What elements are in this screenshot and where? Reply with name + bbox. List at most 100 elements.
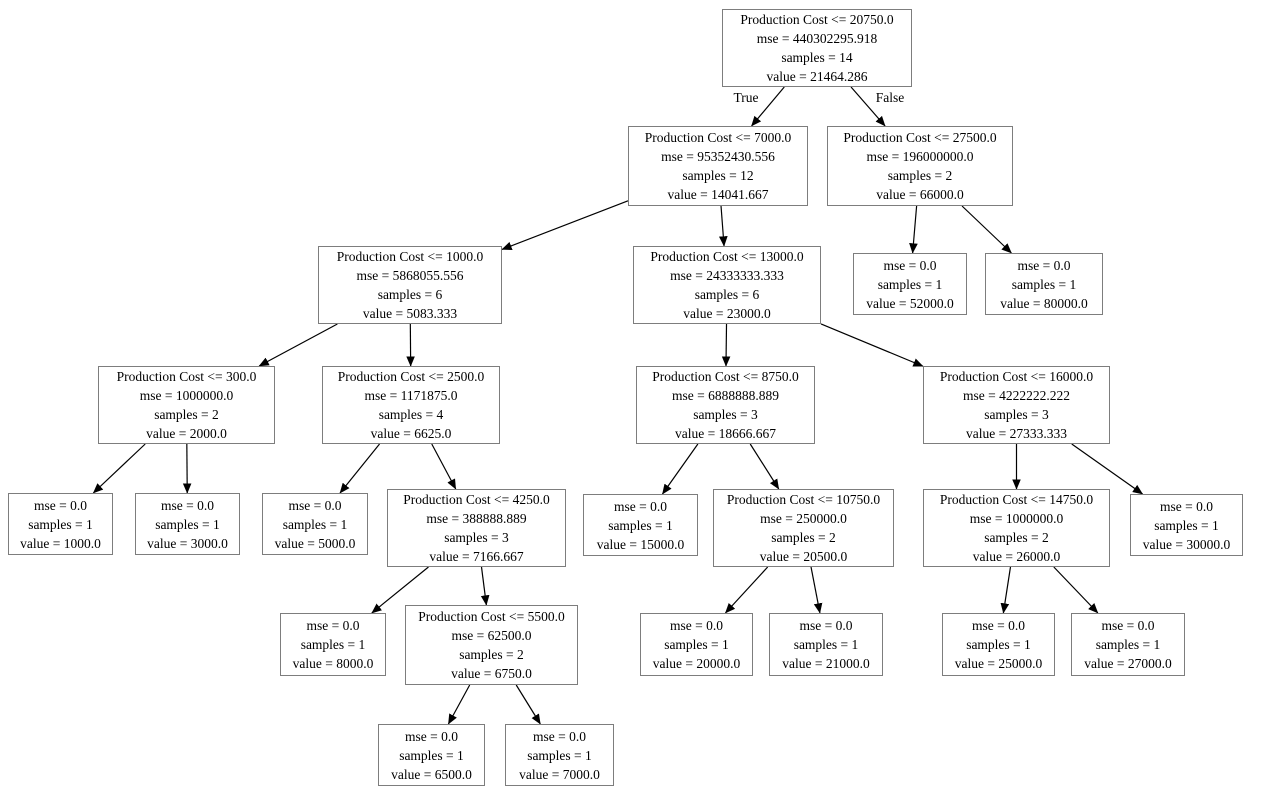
node-25-line-2: value = 6500.0: [391, 766, 472, 782]
node-21-line-0: mse = 0.0: [670, 618, 723, 633]
node-4-line-3: value = 23000.0: [683, 306, 771, 321]
node-14-line-0: Production Cost <= 4250.0: [403, 492, 550, 507]
tree-edge-20-25: [447, 684, 471, 725]
tree-edge-17-24: [1053, 566, 1099, 614]
edge-label-false: False: [875, 90, 905, 105]
node-1-line-1: mse = 95352430.556: [661, 149, 775, 164]
node-8-line-3: value = 6625.0: [370, 426, 452, 441]
node-23-line-1: samples = 1: [966, 637, 1031, 652]
node-10-line-1: mse = 4222222.222: [963, 388, 1070, 403]
tree-edge-4-9: [721, 323, 731, 367]
tree-edge-2-6: [961, 205, 1012, 254]
node-9-line-1: mse = 6888888.889: [672, 388, 779, 403]
tree-edge-4-10: [820, 323, 924, 367]
tree-edge-1-4: [718, 205, 728, 247]
node-10-line-3: value = 27333.333: [966, 426, 1067, 441]
node-22-line-2: value = 21000.0: [782, 656, 870, 671]
node-20-line-3: value = 6750.0: [451, 666, 532, 681]
node-15-line-2: value = 15000.0: [596, 536, 685, 552]
tree-node-14: Production Cost <= 4250.0 mse = 388888.88…: [387, 489, 566, 567]
tree-edge-14-19: [371, 566, 429, 614]
node-22-line-0: mse = 0.0: [799, 618, 853, 633]
node-24-line-2: value = 27000.0: [1084, 656, 1172, 671]
node-7-line-1: mse = 1000000.0: [139, 388, 234, 403]
node-25-line-1: samples = 1: [399, 747, 464, 763]
node-10-line-2: samples = 3: [984, 407, 1049, 422]
tree-node-10: Production Cost <= 16000.0 mse = 4222222.…: [923, 366, 1110, 444]
node-4-line-0: Production Cost <= 13000.0: [650, 249, 804, 264]
node-2-line-2: samples = 2: [887, 168, 953, 183]
node-2-line-1: mse = 196000000.0: [866, 149, 974, 164]
node-0-line-1: mse = 440302295.918: [756, 31, 878, 46]
node-11-line-2: value = 1000.0: [20, 535, 101, 551]
node-2-line-3: value = 66000.0: [876, 187, 964, 202]
node-1-line-3: value = 14041.667: [667, 187, 769, 202]
node-20-line-1: mse = 62500.0: [451, 628, 532, 643]
node-18-line-1: samples = 1: [1154, 517, 1219, 533]
node-26-line-1: samples = 1: [527, 747, 592, 763]
node-0-line-2: samples = 14: [781, 50, 853, 65]
tree-edge-0-1: [751, 86, 785, 127]
node-19-line-0: mse = 0.0: [306, 618, 360, 633]
tree-edge-16-22: [810, 566, 823, 614]
node-25-line-0: mse = 0.0: [405, 728, 458, 744]
node-7-line-2: samples = 2: [154, 407, 219, 422]
node-5-line-2: value = 52000.0: [866, 295, 954, 311]
node-14-line-1: mse = 388888.889: [426, 511, 527, 526]
node-19-line-1: samples = 1: [300, 637, 366, 652]
node-10-line-0: Production Cost <= 16000.0: [939, 369, 1094, 384]
tree-edge-10-18: [1071, 443, 1144, 495]
node-0-line-3: value = 21464.286: [766, 69, 868, 84]
tree-edge-8-14: [431, 443, 457, 490]
node-6-line-0: mse = 0.0: [1017, 257, 1071, 273]
node-16-line-0: Production Cost <= 10750.0: [726, 492, 881, 507]
node-14-line-3: value = 7166.667: [429, 549, 524, 564]
node-17-line-2: samples = 2: [984, 530, 1049, 545]
tree-edge-0-2: [850, 86, 886, 127]
node-12-line-1: samples = 1: [155, 516, 220, 532]
node-6-line-1: samples = 1: [1011, 276, 1077, 292]
node-9-line-0: Production Cost <= 8750.0: [652, 369, 799, 384]
node-21-line-1: samples = 1: [664, 637, 729, 652]
node-7-line-3: value = 2000.0: [146, 426, 227, 441]
node-12-line-0: mse = 0.0: [161, 497, 214, 513]
tree-edge-1-3: [501, 200, 629, 251]
tree-node-19: mse = 0.0 samples = 1 value = 8000.0: [280, 613, 386, 676]
tree-edge-2-5: [909, 205, 918, 254]
node-15-line-1: samples = 1: [608, 517, 673, 533]
node-1-line-0: Production Cost <= 7000.0: [644, 130, 792, 145]
tree-edge-17-23: [1000, 566, 1012, 614]
node-13-line-2: value = 5000.0: [274, 535, 356, 551]
node-26-line-0: mse = 0.0: [533, 728, 586, 744]
node-3-line-3: value = 5083.333: [362, 306, 458, 321]
tree-edge-9-15: [661, 443, 699, 495]
node-7-line-0: Production Cost <= 300.0: [116, 369, 257, 384]
tree-node-7: Production Cost <= 300.0 mse = 1000000.0 s…: [98, 366, 275, 444]
node-19-line-2: value = 8000.0: [292, 656, 374, 671]
node-11-line-0: mse = 0.0: [34, 497, 87, 513]
tree-node-25: mse = 0.0 samples = 1 value = 6500.0: [378, 724, 485, 786]
tree-edge-16-21: [724, 566, 769, 614]
node-8-line-0: Production Cost <= 2500.0: [337, 369, 485, 384]
node-18-line-0: mse = 0.0: [1160, 498, 1213, 514]
node-18-line-2: value = 30000.0: [1142, 536, 1231, 552]
node-3-line-0: Production Cost <= 1000.0: [336, 249, 484, 264]
node-26-line-2: value = 7000.0: [519, 766, 600, 782]
tree-node-18: mse = 0.0 samples = 1 value = 30000.0: [1130, 494, 1243, 556]
node-17-line-1: mse = 1000000.0: [969, 511, 1064, 526]
node-4-line-1: mse = 24333333.333: [670, 268, 784, 283]
node-23-line-2: value = 25000.0: [954, 656, 1043, 671]
node-5-line-1: samples = 1: [877, 276, 943, 292]
node-24-line-1: samples = 1: [1095, 637, 1161, 652]
node-20-line-2: samples = 2: [459, 647, 524, 662]
